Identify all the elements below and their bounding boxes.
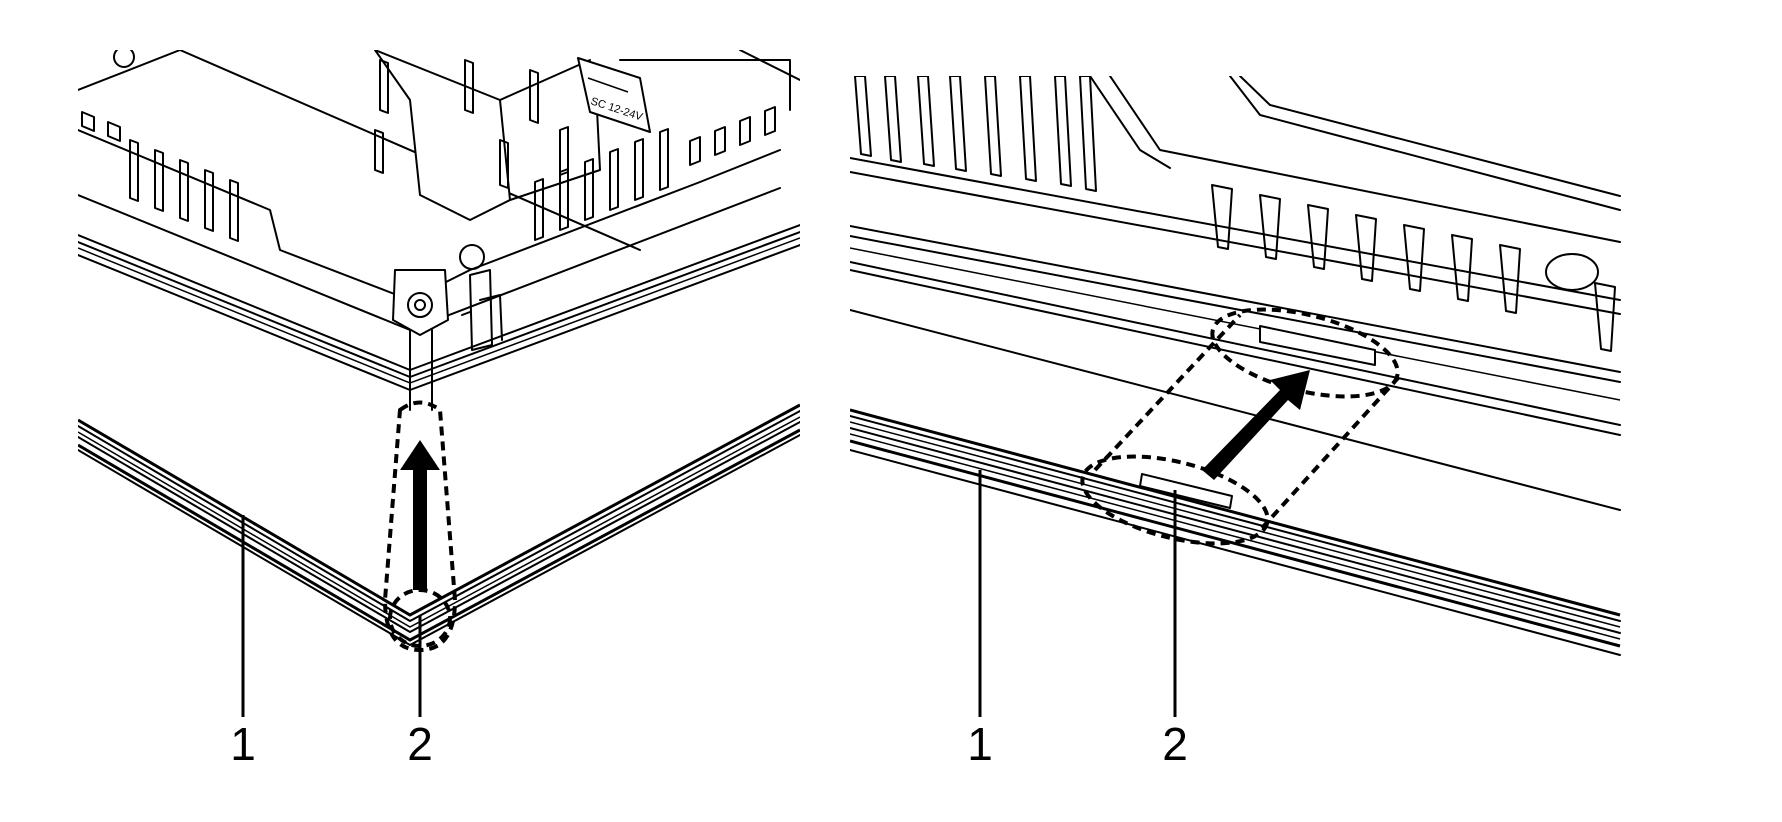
right-callout-1-label: 1: [967, 718, 993, 770]
left-callout-2-label: 2: [407, 718, 433, 770]
right-device-housing: [850, 76, 1621, 511]
power-connector: SC 12-24V: [577, 57, 651, 133]
left-up-arrow-icon: [400, 440, 440, 590]
right-callout-2-label: 2: [1162, 718, 1188, 770]
right-vent-slots-top: [854, 76, 1097, 192]
right-figure: 1 2: [850, 76, 1621, 770]
right-diagonal-arrow-icon: [1202, 370, 1310, 480]
hinge-clip: [461, 269, 503, 351]
left-corner-post: [392, 244, 485, 411]
right-upper-slot: [1259, 325, 1376, 366]
right-lower-clip: [1139, 473, 1233, 509]
right-vent-hooks: [1211, 184, 1616, 352]
mount-hole-icon: [113, 50, 135, 68]
left-gasket: [78, 403, 800, 646]
left-top-module: [374, 50, 601, 221]
right-gasket: [850, 408, 1621, 656]
left-figure: SC 12-24V: [78, 50, 800, 770]
left-vent-slots-a: [81, 111, 239, 242]
left-callout-1-label: 1: [230, 718, 256, 770]
